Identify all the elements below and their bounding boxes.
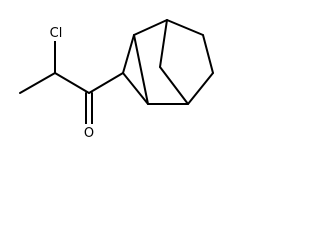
chlorine-label: Cl — [50, 26, 63, 41]
bond-ring-c — [133, 34, 149, 105]
chlorine-label-bg — [45, 24, 67, 41]
bond-ring-a — [122, 34, 135, 74]
bond-ring-g — [202, 34, 214, 74]
bond-chcl-carbonyl — [54, 72, 90, 94]
bond-ring-d — [133, 19, 168, 36]
bond-ring-f — [166, 19, 204, 36]
bond-carbonyl-ring — [88, 72, 124, 94]
molecule-structure: Cl O — [19, 19, 214, 141]
bond-ring-b — [122, 72, 149, 105]
bond-methyl-chcl — [19, 72, 56, 94]
oxygen-label-bg — [81, 124, 96, 140]
oxygen-label: O — [84, 126, 94, 141]
bond-bridge-bottom — [159, 66, 189, 105]
bond-bridge-top — [159, 19, 168, 68]
bond-ring-h — [187, 72, 214, 105]
